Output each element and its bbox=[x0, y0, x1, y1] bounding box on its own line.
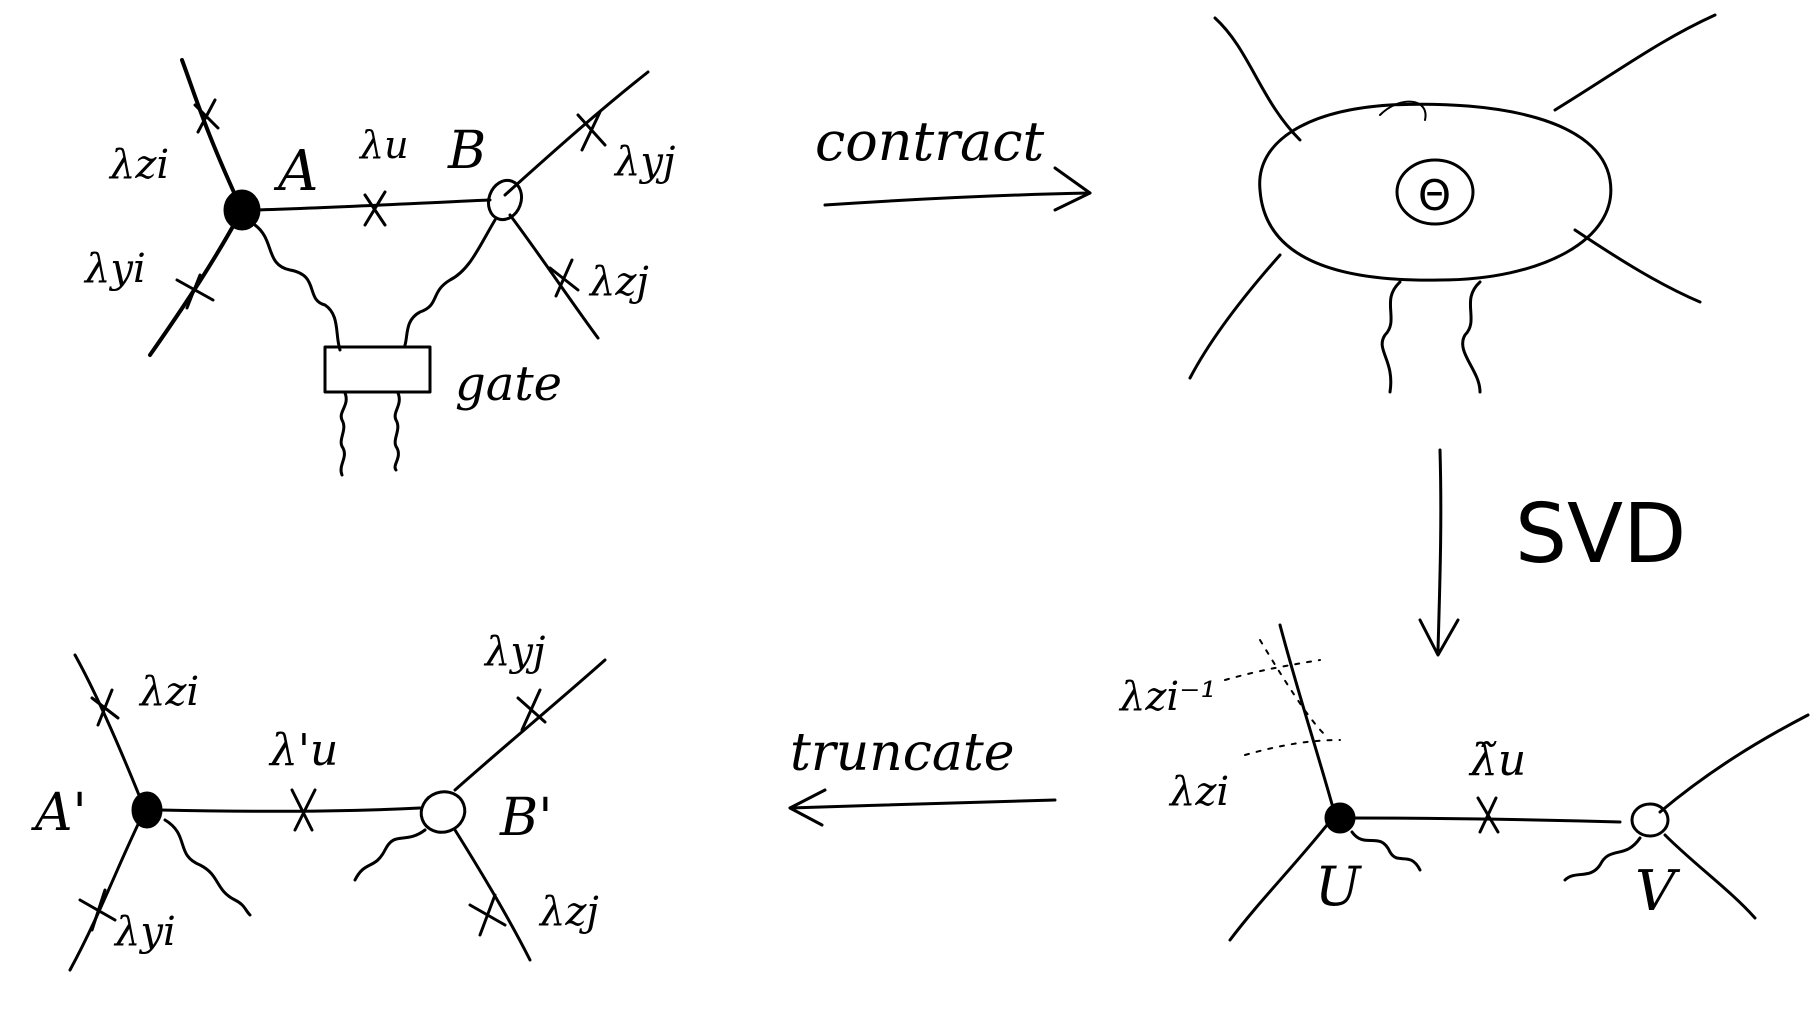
lambda-crosses-prime bbox=[78, 688, 547, 937]
dotted-line bbox=[1259, 639, 1326, 736]
panel-bottom-left: A' B' λ'u λzi λyi λyj λzj bbox=[31, 629, 607, 972]
node-a-prime-filled bbox=[131, 791, 163, 829]
cross-mark bbox=[290, 788, 317, 832]
arrow-svd-line bbox=[1436, 448, 1443, 652]
blob-leg-sw bbox=[1188, 253, 1282, 380]
leg-label-zi-prime: λzi bbox=[138, 669, 199, 715]
bond-uv bbox=[1348, 816, 1622, 824]
a-leg-lower bbox=[68, 808, 147, 972]
bond-prime-label: λ'u bbox=[268, 725, 338, 776]
leg-label: λzi bbox=[1168, 769, 1229, 815]
wavy-out-2 bbox=[393, 391, 401, 472]
u-leg-lower bbox=[1228, 813, 1337, 942]
blob-wavy-1 bbox=[1380, 280, 1402, 394]
arrow-truncate-label: truncate bbox=[790, 723, 1015, 783]
node-b-open bbox=[486, 178, 524, 222]
cross-mark bbox=[78, 888, 117, 932]
arrow-contract-head bbox=[1053, 166, 1092, 212]
gate-label: gate bbox=[455, 356, 562, 412]
node-v-label: V bbox=[1635, 859, 1681, 924]
blob-inner-mark bbox=[1379, 100, 1427, 121]
theta-label: Θ bbox=[1418, 171, 1451, 220]
panel-top-right: Θ bbox=[1188, 13, 1717, 394]
cross-mark bbox=[1476, 796, 1500, 834]
node-b-label: B bbox=[447, 121, 486, 181]
leg-label-yi-prime: λyi bbox=[113, 909, 176, 955]
v-leg-upper bbox=[1658, 713, 1810, 814]
node-a-prime-label: A' bbox=[31, 783, 87, 843]
b-leg-lower bbox=[453, 828, 532, 962]
node-u-label: U bbox=[1315, 855, 1362, 918]
blob-wavy-2 bbox=[1461, 280, 1482, 394]
arrow-contract-group: contract bbox=[815, 110, 1092, 212]
leg-label-zj: λzj bbox=[588, 259, 649, 305]
node-a-filled bbox=[223, 189, 261, 231]
bond-ab-prime bbox=[158, 806, 422, 813]
a-leg-upper bbox=[73, 653, 147, 812]
leg-a-upper bbox=[180, 58, 244, 212]
cross-mark bbox=[175, 273, 215, 310]
bond-label: λu bbox=[358, 123, 409, 167]
arrow-truncate-line bbox=[788, 798, 1057, 810]
inverse-leg-label: λzi⁻¹ bbox=[1118, 674, 1216, 720]
bond-tilde-label: λ̃u bbox=[1468, 735, 1526, 786]
leg-label-yj-prime: λyj bbox=[483, 629, 545, 675]
blob-leg-ne bbox=[1553, 13, 1717, 112]
wavy-leg-a-prime bbox=[163, 818, 252, 917]
panel-top-left: A B λu λzi λyi λyj λzj gate bbox=[83, 58, 675, 477]
node-b-prime-open bbox=[419, 790, 467, 834]
blob-leg-nw bbox=[1213, 16, 1302, 142]
cross-mark bbox=[468, 893, 507, 937]
leg-label-zj-prime: λzj bbox=[538, 889, 599, 935]
cross-mark bbox=[516, 688, 547, 732]
cross-mark bbox=[90, 688, 120, 727]
wavy-leg-u bbox=[1350, 830, 1422, 872]
arrow-svd-label: SVD bbox=[1515, 487, 1686, 582]
cross-mark bbox=[193, 98, 220, 134]
cross-mark bbox=[363, 190, 387, 227]
wavy-leg-a bbox=[253, 223, 342, 352]
big-tensor-blob bbox=[1258, 102, 1613, 282]
cross-mark bbox=[548, 258, 580, 298]
lambda-crosses bbox=[175, 98, 607, 310]
arrow-contract-label: contract bbox=[815, 110, 1044, 173]
leg-label-yi: λyi bbox=[83, 246, 146, 292]
arrow-truncate-head bbox=[788, 788, 827, 827]
b-leg-upper bbox=[453, 658, 607, 792]
bond-ab bbox=[253, 198, 492, 212]
arrow-svd-head bbox=[1418, 618, 1460, 657]
arrow-contract-line bbox=[823, 191, 1092, 207]
panel-bottom-right: U V λ̃u λzi⁻¹ λzi bbox=[1118, 623, 1810, 942]
leg-label-yj: λyj bbox=[613, 139, 675, 185]
node-b-prime-label: B' bbox=[499, 788, 553, 848]
node-u-filled bbox=[1324, 802, 1356, 834]
wavy-leg-v bbox=[1563, 836, 1642, 882]
node-a-label: A bbox=[273, 139, 318, 204]
gate-box bbox=[323, 345, 432, 394]
dotted-line bbox=[1224, 659, 1321, 681]
wavy-out-1 bbox=[339, 391, 348, 477]
leg-label-zi: λzi bbox=[108, 142, 169, 188]
arrow-svd-group: SVD bbox=[1418, 448, 1686, 657]
blob-leg-se bbox=[1573, 228, 1702, 304]
leg-a-lower bbox=[148, 208, 244, 357]
leg-b-lower bbox=[508, 213, 600, 340]
u-leg-upper bbox=[1278, 623, 1337, 817]
wavy-leg-b bbox=[403, 218, 497, 347]
v-leg-lower bbox=[1663, 833, 1757, 920]
leg-b-upper bbox=[503, 70, 650, 197]
cross-mark bbox=[576, 110, 607, 152]
node-v-open bbox=[1630, 802, 1670, 838]
arrow-truncate-group: truncate bbox=[788, 723, 1057, 827]
dotted-line bbox=[1244, 739, 1341, 756]
theta-circle bbox=[1395, 158, 1475, 226]
wavy-leg-b-prime bbox=[353, 828, 427, 882]
